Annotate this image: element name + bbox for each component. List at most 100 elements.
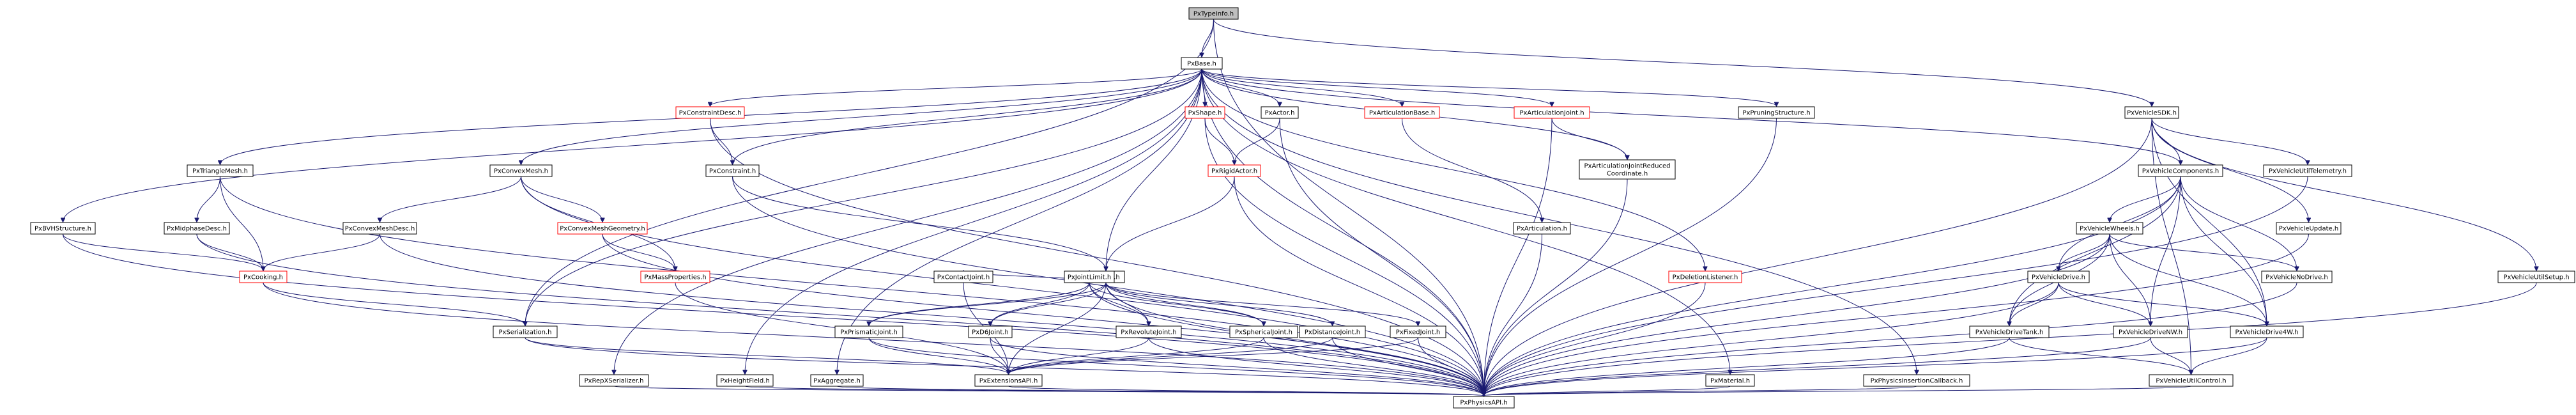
node-PxShape[interactable]: PxShape.h <box>1184 106 1225 119</box>
node-PxD6Joint[interactable]: PxD6Joint.h <box>968 325 1013 338</box>
node-PxRepXSerializer[interactable]: PxRepXSerializer.h <box>579 374 649 387</box>
node-PxConvexMeshGeometry[interactable]: PxConvexMeshGeometry.h <box>557 222 648 235</box>
node-PxFixedJoint[interactable]: PxFixedJoint.h <box>1390 325 1446 338</box>
node-PxVehicleDrive[interactable]: PxVehicleDrive.h <box>2027 270 2090 283</box>
node-box <box>2076 222 2143 235</box>
node-box <box>1299 325 1366 338</box>
node-PxActor[interactable]: PxActor.h <box>1261 106 1299 119</box>
node-PxHeightField[interactable]: PxHeightField.h <box>716 374 774 387</box>
edge-PxJoint-to-PxDistanceJoint <box>1105 282 1333 325</box>
node-box <box>1390 325 1446 338</box>
edge-PxConvexMesh-to-PxPhysicsAPI <box>521 176 1484 396</box>
node-PxArticulation[interactable]: PxArticulation.h <box>1513 222 1571 235</box>
edge-PxBase-to-PxPruningStructure <box>1201 68 1777 106</box>
node-PxConvexMesh[interactable]: PxConvexMesh.h <box>489 164 553 177</box>
node-PxConstraint[interactable]: PxConstraint.h <box>705 164 760 177</box>
node-label: PxContactJoint.h <box>937 274 990 281</box>
node-PxMidphaseDesc[interactable]: PxMidphaseDesc.h <box>164 222 230 235</box>
edge-PxVehicleDrive-to-PxVehicleDriveNW <box>2058 282 2150 325</box>
node-PxBase[interactable]: PxBase.h <box>1181 57 1223 70</box>
node-PxDeletionListener[interactable]: PxDeletionListener.h <box>1668 270 1742 283</box>
node-PxVehicleUpdate[interactable]: PxVehicleUpdate.h <box>2276 222 2342 235</box>
node-box <box>933 270 993 283</box>
edge-PxVehicleDrive4W-to-PxPhysicsAPI <box>1484 337 2267 396</box>
node-PxArticulationJoint[interactable]: PxArticulationJoint.h <box>1514 106 1590 119</box>
node-PxPhysicsAPI[interactable]: PxPhysicsAPI.h <box>1453 396 1515 409</box>
node-PxArticulationBase[interactable]: PxArticulationBase.h <box>1364 106 1440 119</box>
node-box <box>1668 270 1742 283</box>
node-label: PxArticulationJoint.h <box>1519 110 1584 117</box>
edge-PxBase-to-PxArticulationBase <box>1201 68 1402 106</box>
node-PxMaterial[interactable]: PxMaterial.h <box>1705 374 1755 387</box>
edge-PxTypeInfo-to-PxSerialization <box>525 19 1214 325</box>
node-PxConstraintDesc[interactable]: PxConstraintDesc.h <box>675 106 745 119</box>
node-PxSphericalJoint[interactable]: PxSphericalJoint.h <box>1229 325 1298 338</box>
node-box <box>1208 164 1261 177</box>
edge-PxVehicleComponents-to-PxVehicleDriveNW <box>2150 176 2181 325</box>
edge-PxVehicleDrive-to-PxVehicleDriveTank <box>2009 282 2059 325</box>
node-label: PxVehicleUtilTelemetry.h <box>2269 168 2347 175</box>
node-PxTypeInfo[interactable]: PxTypeInfo.h <box>1188 7 1239 20</box>
edge-PxMaterial-to-PxPhysicsAPI <box>1484 386 1731 396</box>
node-PxMassProperties[interactable]: PxMassProperties.h <box>640 270 710 283</box>
node-label: PxExtensionsAPI.h <box>979 378 1038 385</box>
node-PxVehicleWheels[interactable]: PxVehicleWheels.h <box>2076 222 2143 235</box>
node-PxDistanceJoint[interactable]: PxDistanceJoint.h <box>1299 325 1366 338</box>
node-PxTriangleMesh[interactable]: PxTriangleMesh.h <box>187 164 254 177</box>
node-PxPhysicsInsertionCallback[interactable]: PxPhysicsInsertionCallback.h <box>1863 374 1970 387</box>
edge-PxBase-to-PxBVHStructure <box>63 68 1202 222</box>
node-PxAggregate[interactable]: PxAggregate.h <box>810 374 864 387</box>
edge-PxJointLimit-to-PxPrismaticJoint <box>869 282 1090 325</box>
edge-PxD6Joint-to-PxExtensionsAPI <box>990 337 1009 374</box>
node-PxVehicleDrive4W[interactable]: PxVehicleDrive4W.h <box>2230 325 2304 338</box>
edge-PxRevoluteJoint-to-PxExtensionsAPI <box>1009 337 1149 374</box>
node-box <box>1181 57 1223 70</box>
node-PxBVHStructure[interactable]: PxBVHStructure.h <box>30 222 96 235</box>
node-label: PxRevoluteJoint.h <box>1121 329 1176 336</box>
edge-PxVehicleComponents-to-PxVehicleDriveTank <box>2009 176 2181 325</box>
node-PxVehicleUtilSetup[interactable]: PxVehicleUtilSetup.h <box>2497 270 2575 283</box>
node-PxExtensionsAPI[interactable]: PxExtensionsAPI.h <box>974 374 1043 387</box>
edge-PxTypeInfo-to-PxPhysicsAPI <box>1213 19 1484 396</box>
node-PxVehicleDriveNW[interactable]: PxVehicleDriveNW.h <box>2113 325 2188 338</box>
edge-PxVehicleUtilControl-to-PxPhysicsAPI <box>1484 386 2191 396</box>
node-PxVehicleUtilTelemetry[interactable]: PxVehicleUtilTelemetry.h <box>2263 164 2352 177</box>
node-PxContactJoint[interactable]: PxContactJoint.h <box>933 270 993 283</box>
node-PxSerialization[interactable]: PxSerialization.h <box>493 325 558 338</box>
node-box <box>1579 159 1676 180</box>
edge-PxVehicleSDK-to-PxVehicleUtilControl <box>2151 118 2191 374</box>
node-PxVehicleDriveTank[interactable]: PxVehicleDriveTank.h <box>1969 325 2050 338</box>
node-label: PxMassProperties.h <box>644 274 706 281</box>
node-box <box>834 325 903 338</box>
node-box <box>579 374 649 387</box>
node-PxRigidActor[interactable]: PxRigidActor.h <box>1208 164 1261 177</box>
node-box <box>716 374 774 387</box>
node-PxConvexMeshDesc[interactable]: PxConvexMeshDesc.h <box>342 222 417 235</box>
node-PxJointLimit[interactable]: PxJointLimit.h <box>1064 270 1115 283</box>
node-PxCooking[interactable]: PxCooking.h <box>239 270 288 283</box>
edge-PxVehicleWheels-to-PxVehicleNoDrive <box>2109 233 2297 270</box>
node-label: PxTriangleMesh.h <box>192 168 248 175</box>
node-box <box>2230 325 2304 338</box>
node-PxVehicleNoDrive[interactable]: PxVehicleNoDrive.h <box>2261 270 2333 283</box>
node-label: PxArticulation.h <box>1517 226 1567 233</box>
edge-PxArticulationJointReducedCoordinate-to-PxPhysicsAPI <box>1484 178 1628 396</box>
node-PxRevoluteJoint[interactable]: PxRevoluteJoint.h <box>1116 325 1182 338</box>
node-PxVehicleUtilControl[interactable]: PxVehicleUtilControl.h <box>2149 374 2234 387</box>
node-PxPrismaticJoint[interactable]: PxPrismaticJoint.h <box>834 325 903 338</box>
edge-PxVehicleUtilTelemetry-to-PxPhysicsAPI <box>1484 176 2308 396</box>
edge-PxVehicleWheels-to-PxVehicleDrive4W <box>2109 233 2267 325</box>
node-box <box>239 270 288 283</box>
node-PxVehicleSDK[interactable]: PxVehicleSDK.h <box>2124 106 2179 119</box>
edge-PxVehicleSDK-to-PxVehicleComponents <box>2151 118 2181 164</box>
edge-PxArticulationJoint-to-PxArticulationJointReducedCoordinate <box>1551 118 1627 159</box>
edge-PxVehicleSDK-to-PxVehicleUtilTelemetry <box>2151 118 2308 164</box>
node-box <box>810 374 864 387</box>
node-box <box>1514 106 1590 119</box>
node-label: PxPhysicsAPI.h <box>1460 400 1507 407</box>
node-PxPruningStructure[interactable]: PxPruningStructure.h <box>1738 106 1815 119</box>
edge-PxConstraintDesc-to-PxPhysicsAPI <box>710 118 1484 396</box>
edge-PxDistanceJoint-to-PxPhysicsAPI <box>1332 337 1484 396</box>
node-PxVehicleComponents[interactable]: PxVehicleComponents.h <box>2138 164 2223 177</box>
